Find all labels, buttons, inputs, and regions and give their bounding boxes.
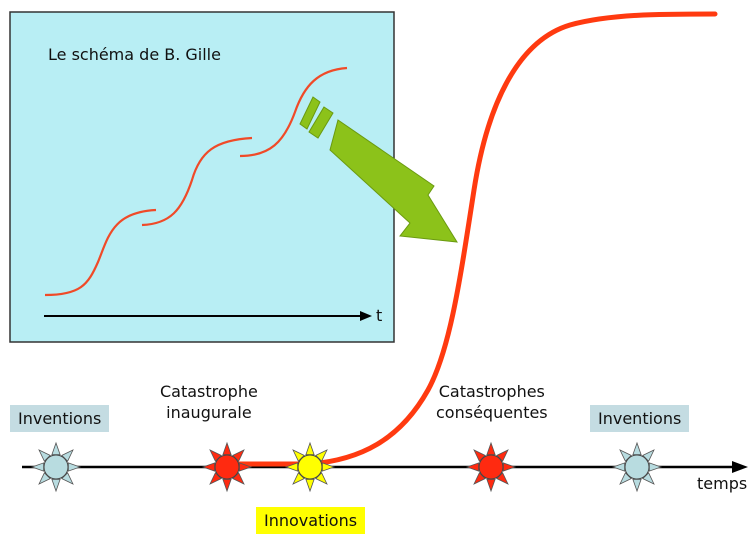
sun-icon-catastrophes xyxy=(465,441,517,493)
label-catastrophes-line1: Catastrophes xyxy=(438,382,545,401)
label-catastrophes: Catastrophes conséquentes xyxy=(436,381,548,423)
label-catastrophes-line2: conséquentes xyxy=(436,403,548,422)
label-inventions-right: Inventions xyxy=(590,405,690,432)
label-innovations: Innovations xyxy=(256,507,366,534)
inset-curves xyxy=(44,66,348,297)
label-catastrophe-line2: inaugurale xyxy=(166,403,252,422)
inset-curve-3 xyxy=(239,66,348,158)
sun-icon-inventions xyxy=(30,441,82,493)
inset-axis-label: t xyxy=(376,306,383,325)
label-catastrophe: Catastrophe inaugurale xyxy=(160,381,258,423)
label-time-axis: temps xyxy=(697,474,748,493)
inset-axis-arrowhead xyxy=(360,311,372,321)
inset-title: Le schéma de B. Gille xyxy=(48,45,221,64)
time-axis-arrowhead xyxy=(732,461,748,473)
inset-curve-2 xyxy=(141,136,253,227)
inset-curve-1 xyxy=(44,208,157,297)
s-curve xyxy=(222,11,718,467)
sun-icon-inventions-right xyxy=(611,441,663,493)
sun-icon-catastrophe xyxy=(201,441,253,493)
sun-icon-innovations xyxy=(284,441,336,493)
label-inventions-left: Inventions xyxy=(10,405,110,432)
green-arrow xyxy=(299,96,458,243)
label-catastrophe-line1: Catastrophe xyxy=(160,382,258,401)
inset-panel xyxy=(9,11,395,343)
